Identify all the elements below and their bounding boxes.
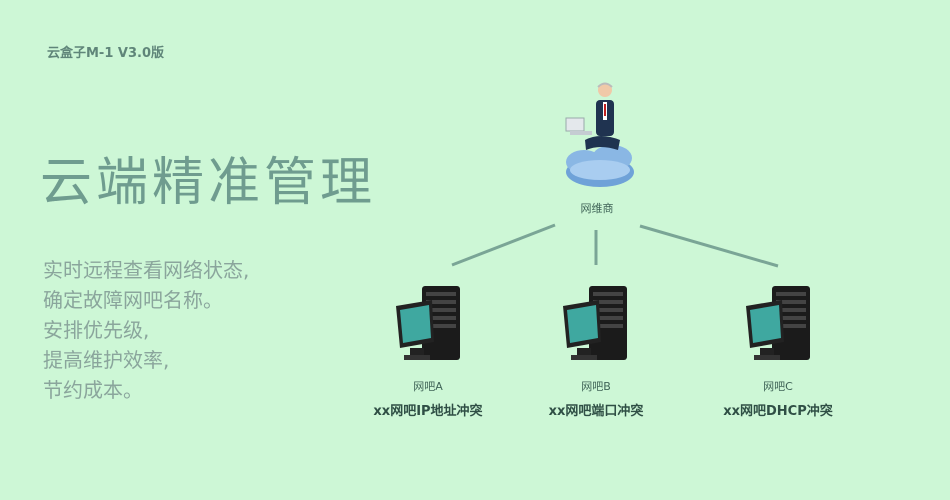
desc-line: 节约成本。 (43, 378, 143, 402)
node-desc-b: xx网吧端口冲突 (548, 404, 644, 419)
desc-line: 安排优先级, (43, 318, 150, 342)
node-desc-a: xx网吧IP地址冲突 (373, 404, 483, 419)
node-label-a: 网吧A (413, 380, 443, 393)
provider-label: 网维商 (580, 202, 614, 215)
node-desc-c: xx网吧DHCP冲突 (723, 404, 833, 419)
hero-title: 云端精准管理 (40, 153, 377, 213)
brand-title: 云盒子M-1 V3.0版 (47, 46, 164, 61)
desc-line: 提高维护效率, (43, 348, 170, 372)
computer-icon (563, 286, 627, 360)
feature-description: 实时远程查看网络状态, 确定故障网吧名称。 安排优先级, 提高维护效率, 节约成… (43, 255, 249, 405)
computer-icon (746, 286, 810, 360)
computer-icon (396, 286, 460, 360)
connector-line-c (639, 224, 779, 268)
connector-line-a (451, 223, 556, 267)
desc-line: 确定故障网吧名称。 (43, 288, 223, 312)
node-label-b: 网吧B (581, 380, 611, 393)
desc-line: 实时远程查看网络状态, (43, 258, 250, 282)
businessman-on-cloud-icon (565, 82, 634, 187)
node-label-c: 网吧C (763, 380, 793, 393)
